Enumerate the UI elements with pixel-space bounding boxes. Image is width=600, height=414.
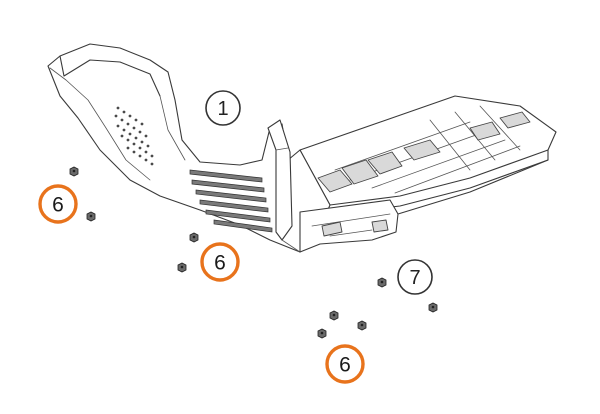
callout-ring xyxy=(205,90,241,126)
bolt-icon xyxy=(357,320,367,331)
bolt-icon xyxy=(189,232,199,243)
fastener-group-middle xyxy=(177,232,199,273)
bolt-icon xyxy=(329,310,339,321)
side-louvres xyxy=(189,169,273,233)
callout-fastener-middle: 6 xyxy=(200,242,240,282)
callout-part-1: 1 xyxy=(205,90,241,126)
fastener-group-bottom xyxy=(317,277,438,339)
callout-fastener-bottom: 6 xyxy=(325,344,365,384)
bolt-icon xyxy=(177,262,187,273)
bolt-icon xyxy=(428,302,438,313)
callout-number: 6 xyxy=(52,194,64,217)
vent-holes xyxy=(114,106,154,166)
callout-number: 6 xyxy=(339,354,351,377)
bolt-icon xyxy=(377,277,387,288)
callout-ring xyxy=(397,259,433,295)
highlight-ring xyxy=(38,184,78,224)
skid-plate-drawing xyxy=(47,43,557,253)
callout-fastener-left: 6 xyxy=(38,184,78,224)
callout-part-7: 7 xyxy=(397,259,433,295)
callout-number: 1 xyxy=(217,98,228,120)
callout-number: 6 xyxy=(214,252,226,275)
highlight-ring xyxy=(325,344,365,384)
fastener-group-left xyxy=(69,166,96,222)
bolt-icon xyxy=(69,166,79,177)
callout-number: 7 xyxy=(409,267,420,289)
bolt-icon xyxy=(317,328,327,339)
highlight-ring xyxy=(200,242,240,282)
bolt-icon xyxy=(86,211,96,222)
